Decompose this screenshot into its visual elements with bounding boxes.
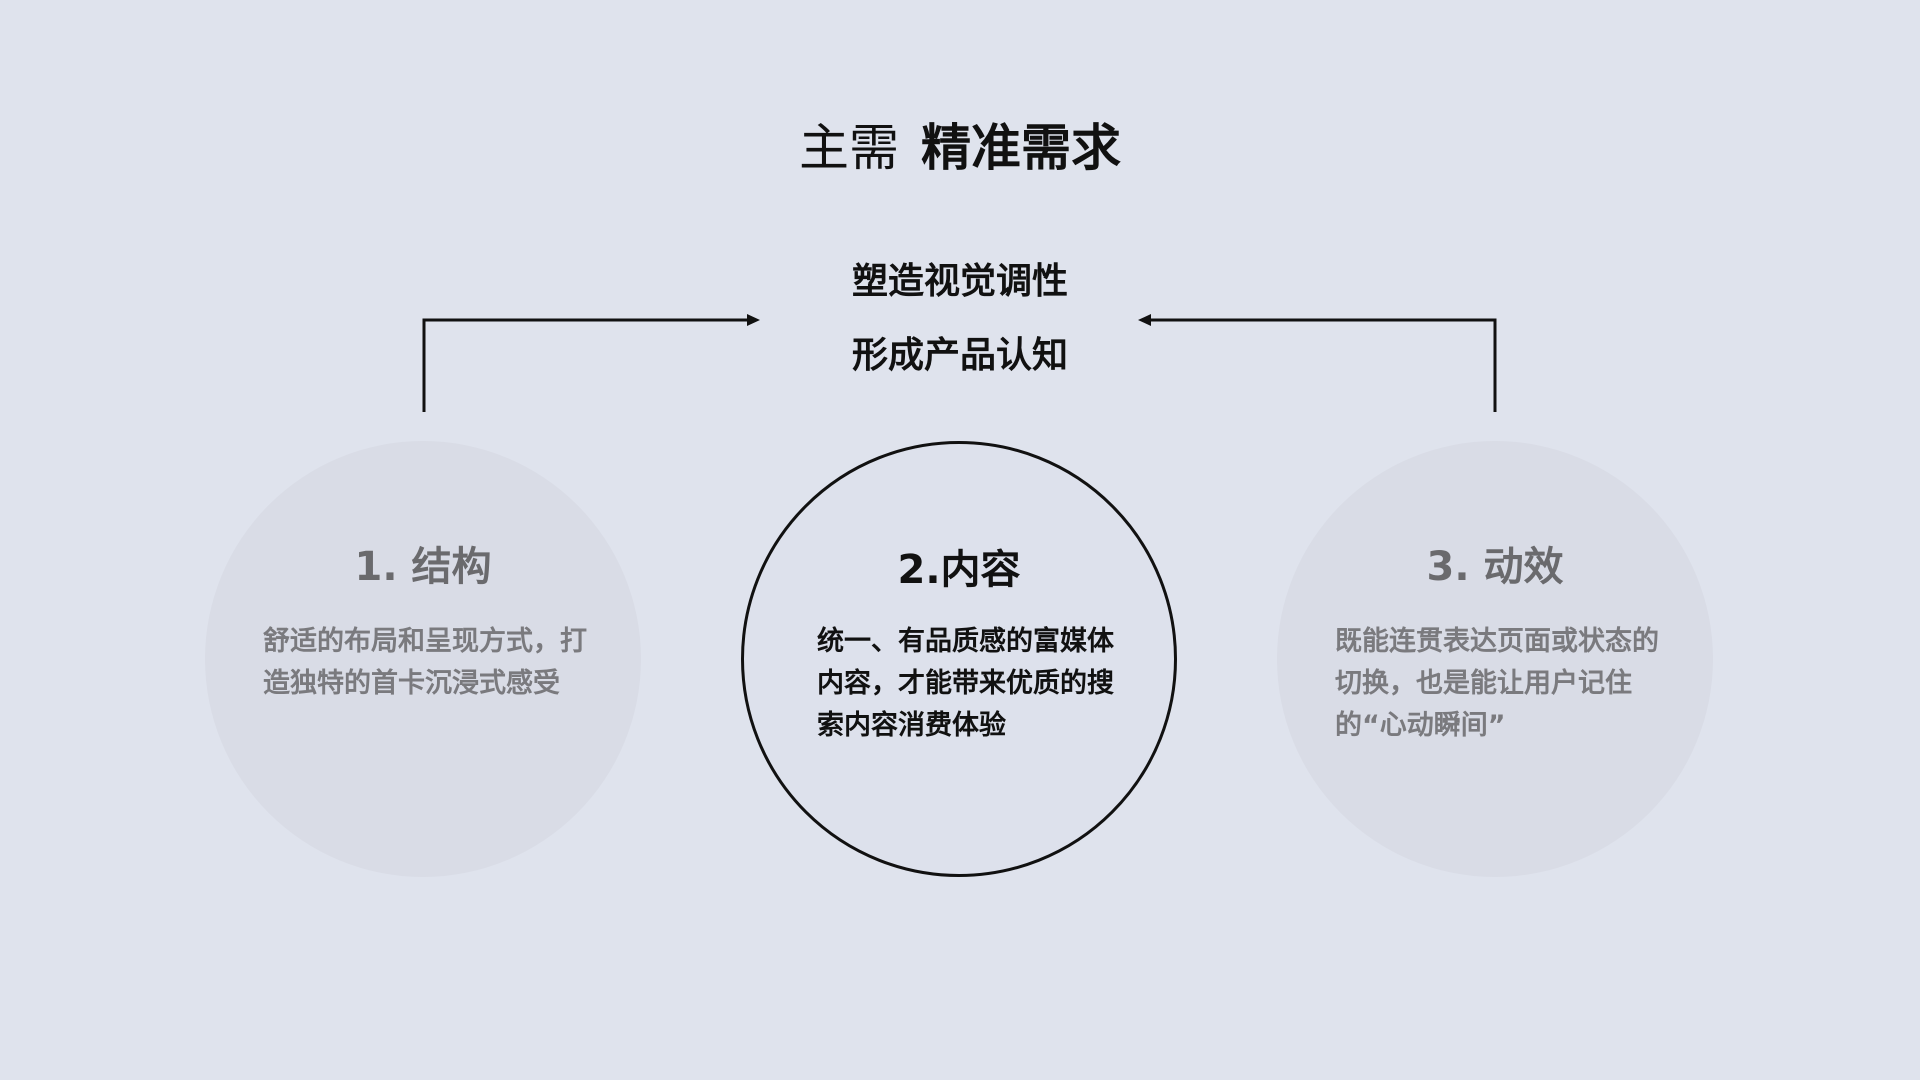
title-main: 精准需求 (921, 119, 1121, 177)
page-title: 主需精准需求 (0, 108, 1920, 180)
node-motion: 3. 动效 既能连贯表达页面或状态的切换，也是能让用户记住的“心动瞬间” (1277, 441, 1713, 877)
node-structure: 1. 结构 舒适的布局和呈现方式，打造独特的首卡沉浸式感受 (205, 441, 641, 877)
right-arrowhead (1138, 314, 1151, 326)
goal-line-1: 塑造视觉调性 (851, 261, 1068, 302)
title-prefix: 主需 (799, 119, 899, 177)
node-structure-title: 1. 结构 (354, 544, 492, 590)
left-arrowhead (747, 314, 760, 326)
goal-line-2: 形成产品认知 (851, 335, 1068, 376)
node-motion-title: 3. 动效 (1426, 544, 1564, 590)
node-content: 2.内容 统一、有品质感的富媒体内容，才能带来优质的搜索内容消费体验 (741, 441, 1177, 877)
node-motion-description: 既能连贯表达页面或状态的切换，也是能让用户记住的“心动瞬间” (1335, 626, 1659, 741)
node-structure-description: 舒适的布局和呈现方式，打造独特的首卡沉浸式感受 (263, 626, 587, 699)
node-content-description: 统一、有品质感的富媒体内容，才能带来优质的搜索内容消费体验 (817, 626, 1114, 741)
right-connector-arrow (1148, 318, 1497, 412)
node-content-title: 2.内容 (897, 547, 1021, 593)
left-connector-arrow (422, 318, 750, 412)
